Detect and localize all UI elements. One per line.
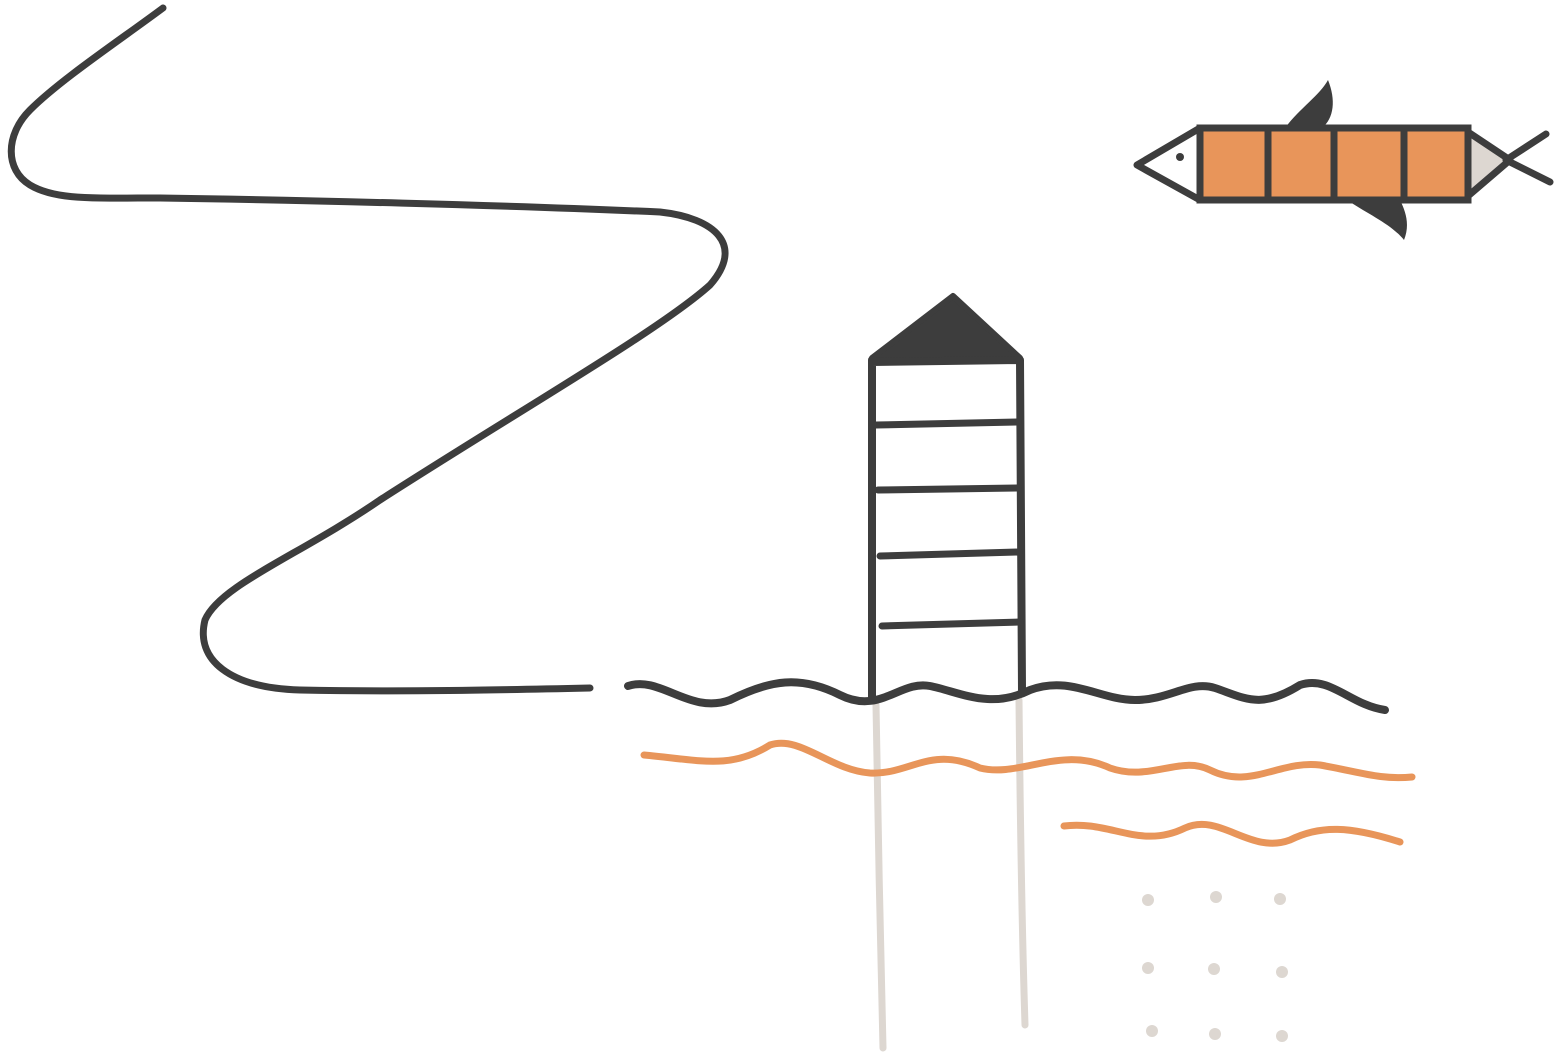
fish-body-segment: [1264, 124, 1338, 204]
tower-rungs: [872, 418, 1024, 630]
tower: [868, 293, 1029, 1052]
dark-wave: [624, 678, 1389, 714]
fish-ventral-fin: [1350, 200, 1407, 240]
fish: [1133, 80, 1554, 240]
fish-head: [1133, 124, 1204, 204]
tower-reflection: [872, 696, 1029, 1052]
orange-wave-lower: [1060, 820, 1404, 847]
winding-line: [7, 4, 729, 695]
fish-dorsal-fin: [1285, 80, 1333, 128]
fish-body-segment: [1330, 124, 1408, 204]
orange-wave-upper: [640, 739, 1416, 782]
fish-body-segment: [1196, 124, 1272, 204]
fish-tail-fin: [1502, 130, 1554, 186]
tower-body: [868, 356, 1026, 704]
fish-body-segment: [1400, 124, 1472, 204]
tower-roof: [869, 293, 1023, 361]
fish-eye: [1176, 153, 1184, 161]
fish-tail-cone: [1464, 128, 1514, 200]
dot-grid: [1142, 891, 1288, 1042]
